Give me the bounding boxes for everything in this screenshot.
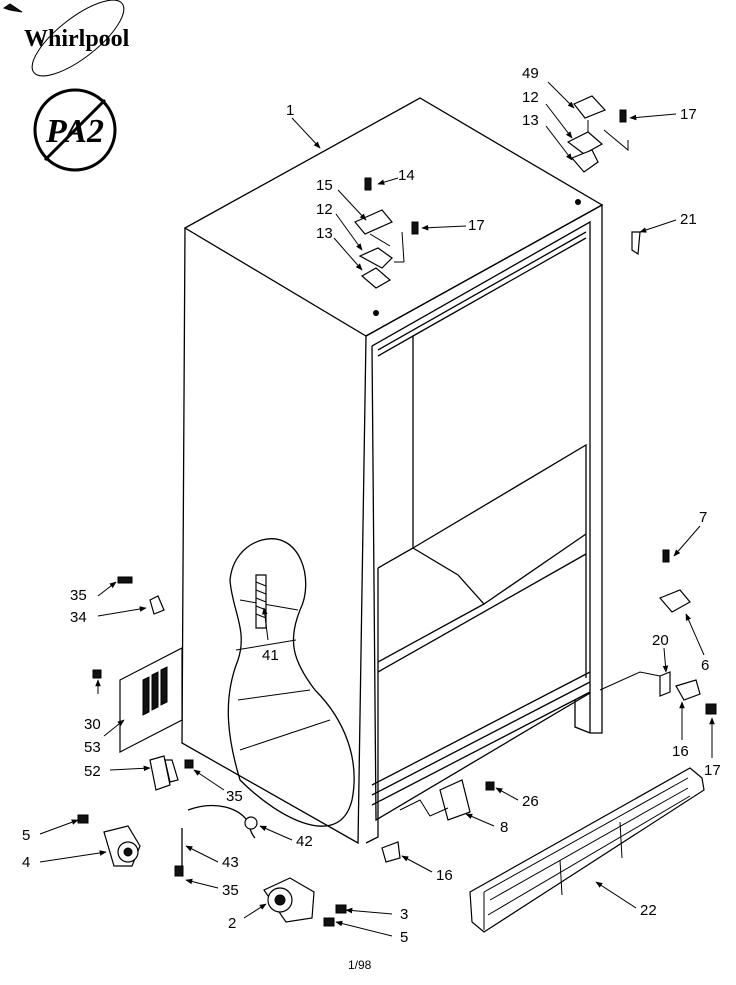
callout-13-right: 13 (522, 112, 539, 129)
callout-5-left: 5 (22, 827, 30, 844)
callout-13-left: 13 (316, 225, 333, 242)
callout-42: 42 (296, 833, 313, 850)
callout-8: 8 (500, 819, 508, 836)
callout-41: 41 (262, 647, 279, 664)
callout-30: 30 (84, 716, 101, 733)
callout-26: 26 (522, 793, 539, 810)
model-badge: PA2 (33, 88, 117, 172)
callout-20: 20 (652, 632, 669, 649)
drain-coil (255, 574, 267, 629)
callout-16-bottom: 16 (436, 867, 453, 884)
leader-lines (39, 81, 715, 937)
clip-21 (631, 231, 641, 256)
toe-grille (469, 767, 705, 933)
roller-2 (263, 877, 347, 927)
top-hinge-right (566, 95, 629, 173)
callout-21: 21 (680, 211, 697, 228)
callout-1: 1 (286, 102, 294, 119)
callout-labels: 1 14 15 12 13 17 49 12 13 17 21 7 6 20 1… (22, 65, 721, 946)
whirlpool-logo: Whirlpool (2, 0, 130, 77)
callout-12-left: 12 (316, 201, 333, 218)
callout-22: 22 (640, 902, 657, 919)
callout-4: 4 (22, 854, 30, 871)
callout-34: 34 (70, 609, 87, 626)
leveler-bracket-left (92, 576, 194, 791)
callout-17-top-right: 17 (680, 106, 697, 123)
callout-35-upper: 35 (70, 587, 87, 604)
callout-14: 14 (398, 167, 415, 184)
footer-code: 1/98 (348, 958, 372, 972)
clip-16 (381, 841, 401, 863)
bracket-8 (399, 779, 495, 821)
callout-53: 53 (84, 739, 101, 756)
callout-7: 7 (699, 509, 707, 526)
roller-4 (77, 814, 141, 867)
callout-35-lower: 35 (222, 882, 239, 899)
cabinet (119, 97, 604, 845)
top-hinge-left (354, 177, 419, 289)
callout-3: 3 (400, 906, 408, 923)
brand-name: Whirlpool (24, 26, 130, 52)
bottom-hinge-right (599, 549, 717, 715)
callout-35-mid: 35 (226, 788, 243, 805)
callout-16-right: 16 (672, 743, 689, 760)
callout-6: 6 (701, 657, 709, 674)
callout-43: 43 (222, 854, 239, 871)
callout-49: 49 (522, 65, 539, 82)
callout-52: 52 (84, 763, 101, 780)
callout-17-top-left: 17 (468, 217, 485, 234)
callout-17-bottom-right: 17 (704, 762, 721, 779)
callout-5-bottom: 5 (400, 929, 408, 946)
callout-2: 2 (228, 915, 236, 932)
callout-15: 15 (316, 177, 333, 194)
water-tube (174, 804, 258, 877)
callout-12-right: 12 (522, 89, 539, 106)
